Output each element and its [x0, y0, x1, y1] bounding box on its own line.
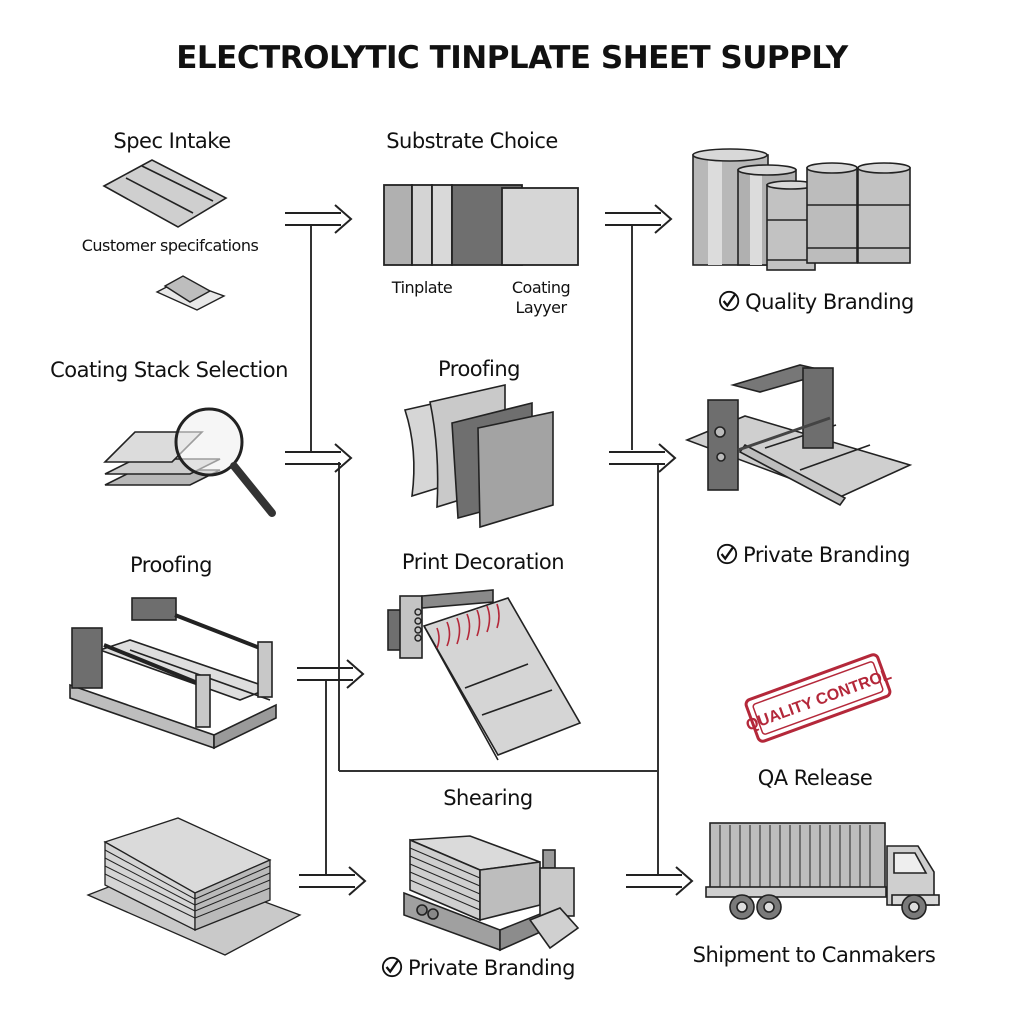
check-circle-icon — [719, 290, 740, 312]
shearing-machine-icon — [403, 835, 580, 952]
arrow-substrate-to-cans — [604, 204, 672, 234]
spec-sheet-icon — [102, 159, 228, 228]
substrate-layers-icon — [383, 184, 579, 266]
coating-stack-magnifier-icon — [103, 407, 276, 517]
truck-icon — [705, 822, 940, 920]
cans-badge: Quality Branding — [718, 290, 914, 314]
tinplate-caption: Tinplate — [391, 278, 453, 297]
press-badge: Private Branding — [716, 543, 910, 567]
connector-lines — [310, 225, 659, 876]
coating-layer-caption: Coating Layyer — [511, 278, 571, 318]
arrow-coating-to-proofing — [284, 443, 352, 473]
qa-release-label: QA Release — [757, 766, 873, 790]
proofing-center-label: Proofing — [437, 357, 521, 381]
check-circle-icon — [381, 956, 403, 978]
shearing-badge: Private Branding — [381, 956, 575, 980]
coating-layer-caption-line2: Layyer — [515, 298, 567, 317]
shearing-badge-text: Private Branding — [408, 956, 575, 980]
arrow-spec-to-substrate — [284, 204, 352, 234]
shipment-label: Shipment to Canmakers — [692, 943, 936, 967]
proofing-sheets-icon — [403, 383, 554, 529]
printed-pattern — [436, 603, 500, 649]
coating-stack-selection-label: Coating Stack Selection — [50, 358, 288, 382]
arrow-stack-to-shearing — [298, 866, 366, 896]
press-machine-icon — [684, 364, 913, 507]
press-badge-text: Private Branding — [743, 543, 910, 567]
arrow-proofing-to-press — [608, 443, 676, 473]
spec-intake-label: Spec Intake — [113, 129, 231, 153]
coating-layer-caption-line1: Coating — [511, 278, 571, 297]
sheet-stack-icon — [86, 817, 302, 956]
proofing-machine-icon — [69, 597, 277, 750]
cans-badge-text: Quality Branding — [745, 290, 914, 314]
shearing-label: Shearing — [443, 786, 533, 810]
spec-small-sheets-icon — [155, 275, 226, 311]
arrow-proofing-to-print — [296, 659, 364, 689]
diagram-title: ELECTROLYTIC TINPLATE SHEET SUPPLY — [176, 40, 848, 76]
cans-icon — [692, 148, 911, 271]
customer-specifications-caption: Customer specifcations — [81, 236, 259, 255]
proofing-left-label: Proofing — [129, 553, 213, 577]
print-decoration-icon — [387, 589, 582, 761]
print-decoration-label: Print Decoration — [401, 550, 565, 574]
check-circle-icon — [716, 543, 738, 565]
quality-control-stamp: QUALITY CONTROL — [744, 653, 894, 743]
substrate-choice-label: Substrate Choice — [386, 129, 558, 153]
